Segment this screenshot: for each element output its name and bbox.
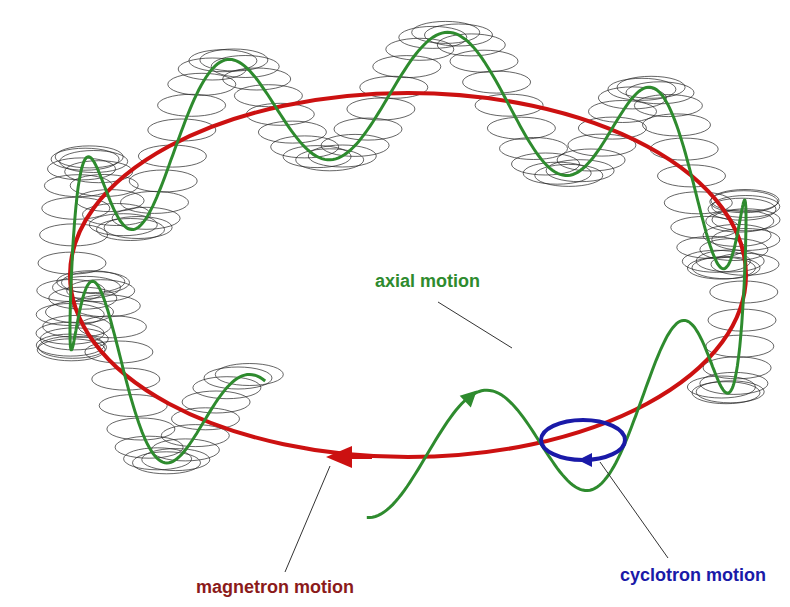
magnetron-arrowhead — [326, 446, 352, 468]
cyclotron-coils — [36, 21, 780, 473]
magnetron-orbit — [70, 93, 746, 457]
axial-path — [70, 32, 746, 517]
leader-line — [285, 466, 330, 572]
axial-label: axial motion — [375, 272, 480, 292]
cyclotron-arrowhead — [578, 453, 592, 467]
magnetron-label: magnetron motion — [196, 578, 354, 598]
axial-arrowhead — [460, 391, 477, 408]
cyclotron-label: cyclotron motion — [620, 566, 766, 586]
cyclotron-orbit — [541, 420, 625, 460]
leader-line — [600, 462, 668, 558]
leader-line — [438, 302, 512, 348]
